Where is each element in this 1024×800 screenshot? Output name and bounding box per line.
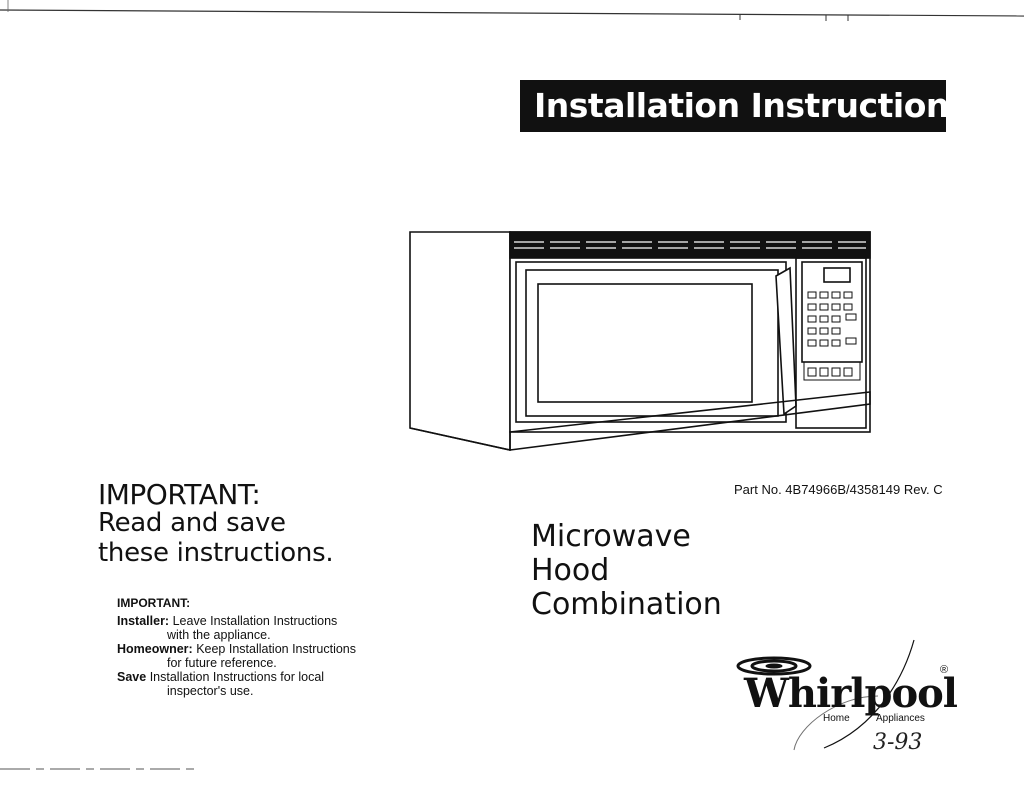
microwave-hood-illustration <box>409 231 871 451</box>
homeowner-text: for future reference. <box>167 656 277 670</box>
handwritten-date: 3-93 <box>873 730 923 755</box>
homeowner-notice: Homeowner: Keep Installation Instruction… <box>117 642 407 670</box>
installer-label: Installer: <box>117 614 170 628</box>
important-notice-block: IMPORTANT: Installer: Leave Installation… <box>117 596 407 698</box>
scan-border-line <box>0 768 200 770</box>
title-banner: Installation Instructions <box>520 80 969 132</box>
brand-subtitle-home: Home <box>823 713 850 724</box>
installer-notice: Installer: Leave Installation Instructio… <box>117 614 407 642</box>
whirlpool-swirl-icon <box>736 639 915 751</box>
save-notice: Save Installation Instructions for local… <box>117 670 407 698</box>
installer-text: with the appliance. <box>167 628 271 642</box>
homeowner-label: Homeowner: <box>117 642 193 656</box>
product-title-line: Microwave <box>531 519 691 554</box>
save-text: inspector's use. <box>167 684 254 698</box>
read-save-line: Read and save <box>98 508 286 538</box>
homeowner-text: Keep Installation Instructions <box>196 642 357 656</box>
brand-name: Whirlpool <box>744 670 958 717</box>
notice-heading: IMPORTANT: <box>117 596 191 610</box>
installer-text: Leave Installation Instructions <box>172 614 338 628</box>
scan-border-line <box>0 0 1024 21</box>
registered-mark: ® <box>940 664 949 676</box>
brand-subtitle-appliances: Appliances <box>876 713 925 724</box>
product-title-line: Combination <box>531 587 722 622</box>
save-text: Installation Instructions for local <box>149 670 325 684</box>
part-number: Part No. 4B74966B/4358149 Rev. C <box>734 482 943 497</box>
important-heading: IMPORTANT: <box>98 478 261 511</box>
read-save-line: these instructions. <box>98 538 334 568</box>
read-save-notice: Read and save these instructions. <box>98 508 378 568</box>
product-title: Microwave Hood Combination <box>531 520 791 622</box>
save-label: Save <box>117 670 147 684</box>
product-title-line: Hood <box>531 553 610 588</box>
